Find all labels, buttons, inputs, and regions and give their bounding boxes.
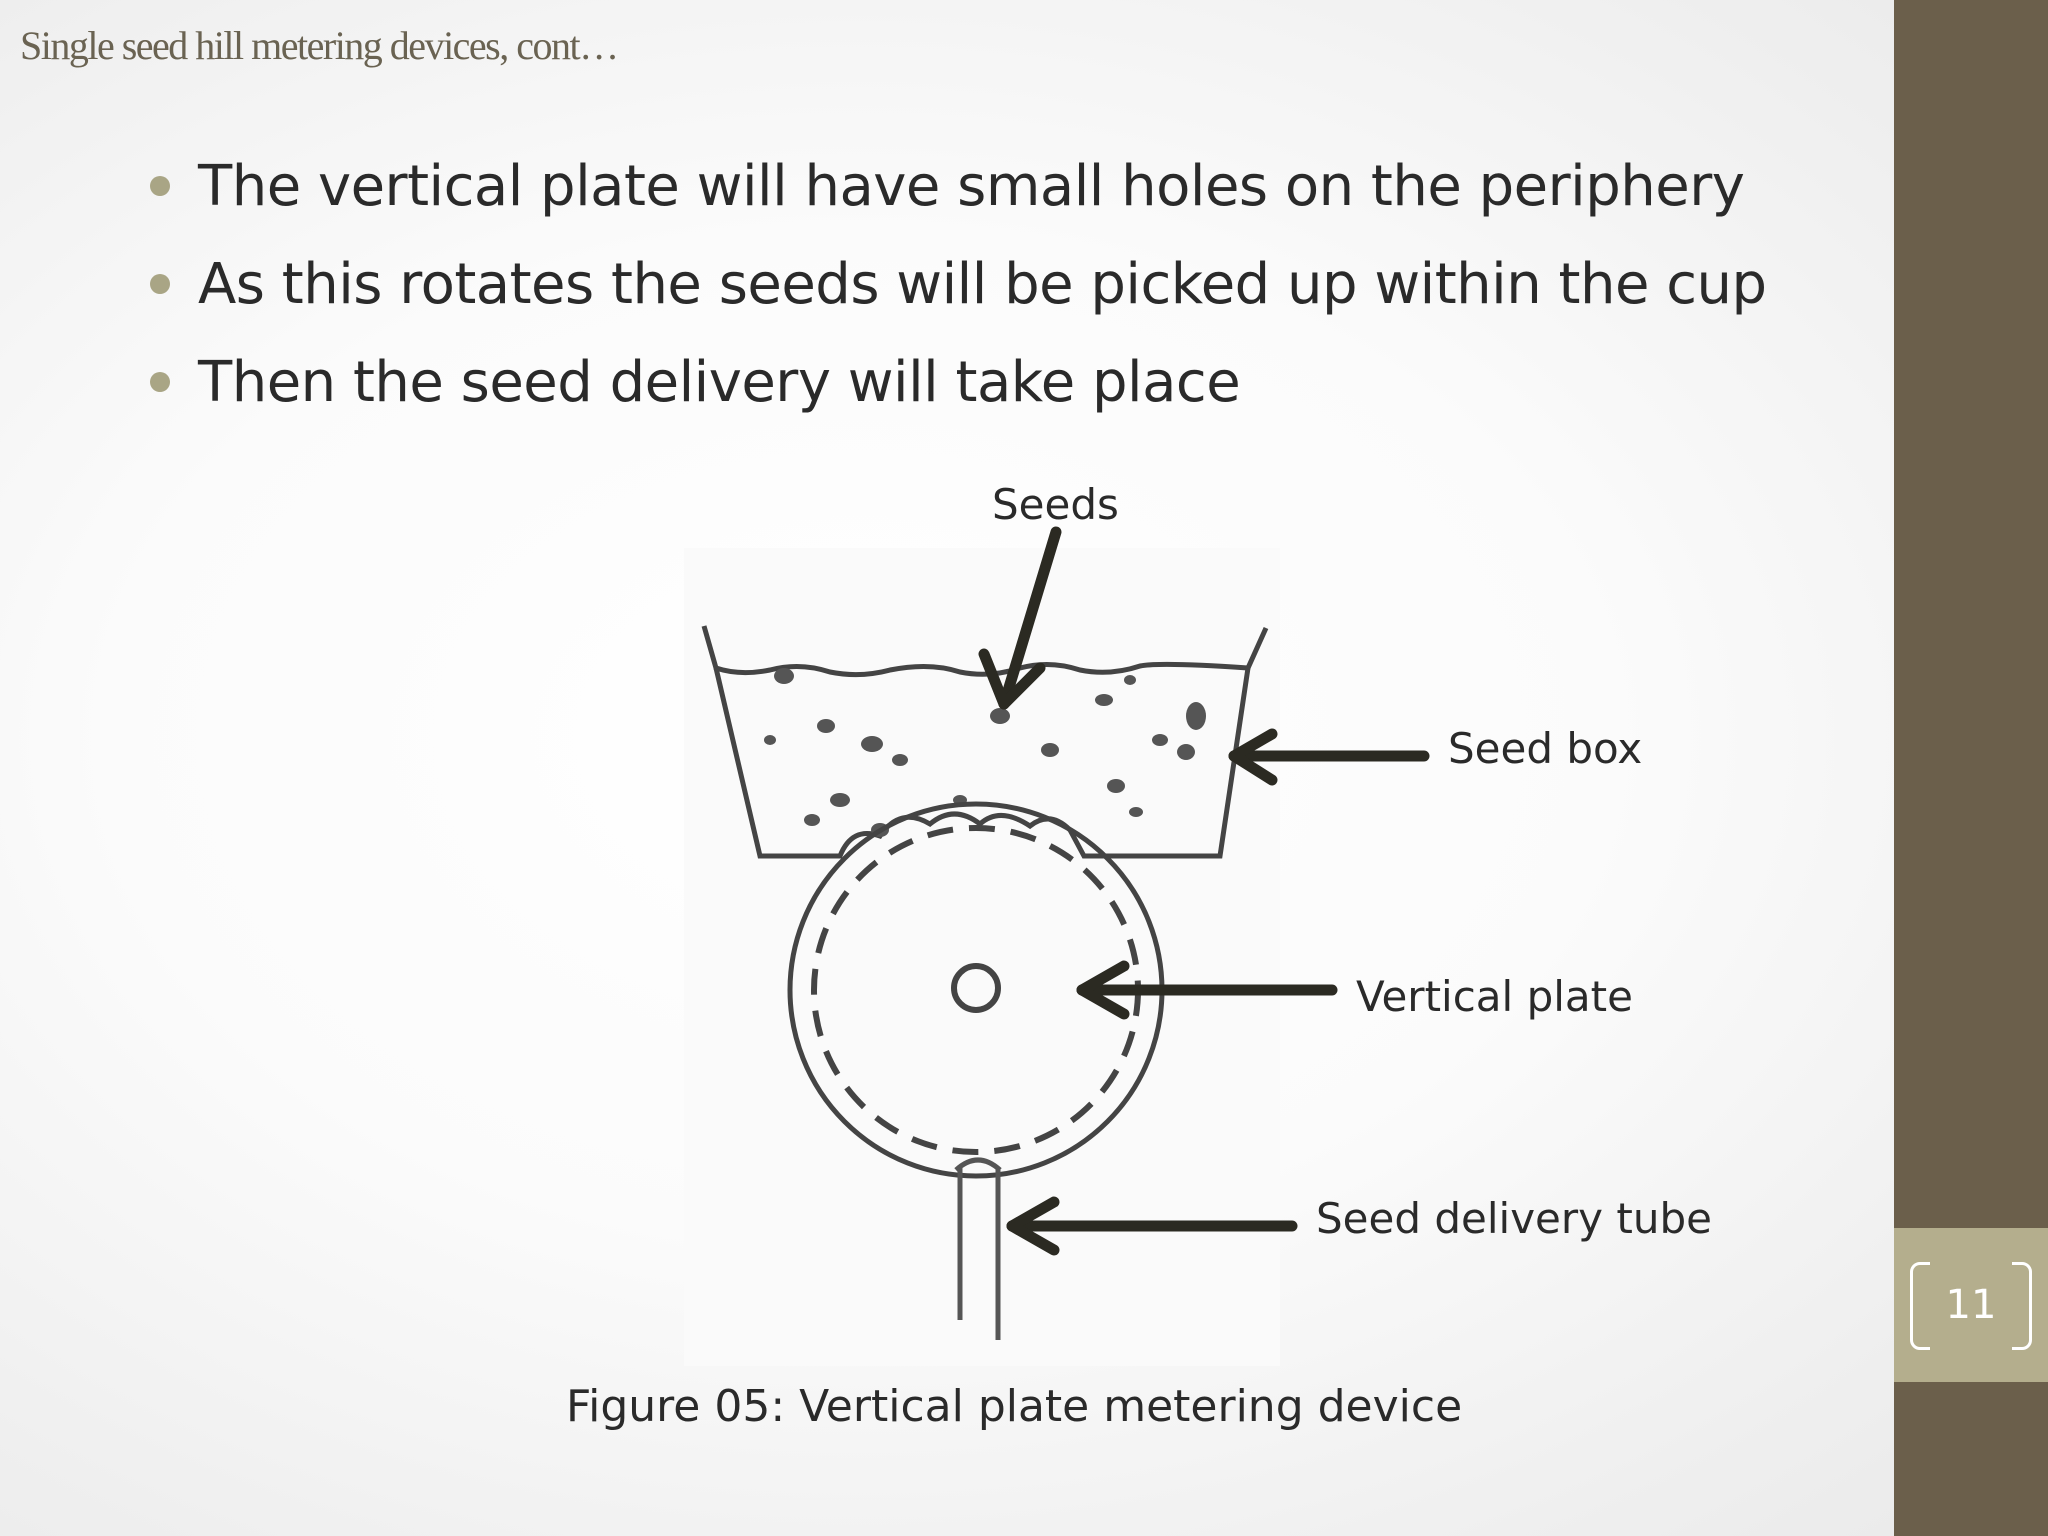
seed-delivery-tube-label: Seed delivery tube — [1316, 1194, 1712, 1243]
seed-delivery-tube-drawing — [954, 1157, 1002, 1340]
bullet-text: As this rotates the seeds will be picked… — [198, 252, 1767, 317]
label-arrows — [978, 526, 1430, 1256]
seeds-label: Seeds — [992, 480, 1119, 529]
bullet-text: The vertical plate will have small holes… — [198, 154, 1745, 219]
seed-box-label: Seed box — [1448, 724, 1643, 773]
vertical-plate-label: Vertical plate — [1356, 972, 1633, 1021]
seed-box-drawing — [701, 625, 1269, 859]
seeds-arrow-icon — [998, 526, 1062, 710]
page-number: 11 — [1945, 1282, 1997, 1328]
slide-title: Single seed hill metering devices, cont… — [20, 23, 619, 68]
figure-caption: Figure 05: Vertical plate metering devic… — [566, 1381, 1463, 1432]
bullet-dot-icon — [150, 176, 170, 196]
bullet-item: The vertical plate will have small holes… — [146, 138, 1767, 236]
bullet-text: Then the seed delivery will take place — [198, 350, 1241, 415]
bullet-item: Then the seed delivery will take place — [146, 334, 1767, 432]
bullet-dot-icon — [150, 274, 170, 294]
bullet-dot-icon — [150, 372, 170, 392]
bullet-item: As this rotates the seeds will be picked… — [146, 236, 1767, 334]
bullet-list: The vertical plate will have small holes… — [146, 138, 1767, 432]
page-number-box: 11 — [1894, 1228, 2048, 1382]
